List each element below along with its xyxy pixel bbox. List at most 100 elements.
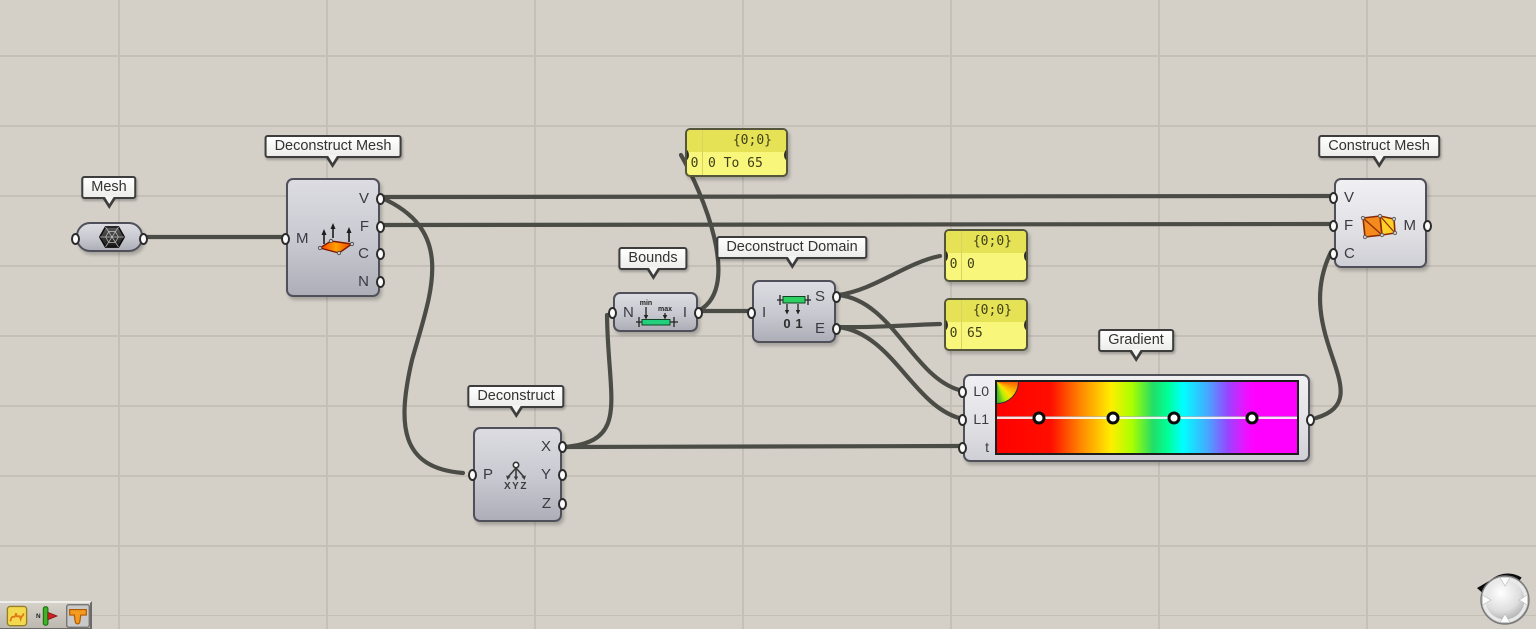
- deconstruct-domain-icon: 0 1: [777, 295, 811, 331]
- wire-x-to-t[interactable]: [562, 443, 962, 450]
- panel-row-index: 0: [949, 257, 958, 272]
- deconstruct-domain-component[interactable]: I S E 0 1: [747, 280, 841, 343]
- deconstruct-domain-output-e-grip[interactable]: [832, 323, 841, 335]
- port-label-v: V: [1344, 189, 1355, 206]
- construct-mesh-input-v-grip[interactable]: [1329, 192, 1338, 204]
- port-label-m: M: [1403, 217, 1417, 234]
- port-label-l0: L0: [973, 383, 989, 399]
- deconstruct-mesh-output-f-grip[interactable]: [376, 221, 385, 233]
- port-label-l1: L1: [973, 411, 989, 427]
- wire-s-to-panel[interactable]: [835, 253, 943, 298]
- panel-divider: [961, 300, 962, 349]
- svg-text:1: 1: [795, 316, 802, 331]
- construct-mesh-input-f-grip[interactable]: [1329, 220, 1338, 232]
- compass-navigation-widget[interactable]: [1474, 568, 1534, 628]
- mesh-hexagon-icon: [99, 226, 125, 248]
- gradient-grip-4[interactable]: [1245, 411, 1259, 424]
- gradient-input-l1-grip[interactable]: [958, 414, 967, 426]
- panel-divider: [702, 130, 703, 175]
- deconstruct-mesh-input-m-grip[interactable]: [281, 233, 290, 245]
- deconstruct-mesh-output-c-grip[interactable]: [376, 248, 385, 260]
- mesh-param-component[interactable]: [71, 222, 148, 252]
- goo-widget-icon[interactable]: [66, 603, 90, 628]
- wire-s-to-l0[interactable]: [835, 292, 962, 393]
- bounds-label: Bounds: [618, 247, 688, 270]
- deconstruct-output-z-grip[interactable]: [558, 498, 567, 510]
- wire-v-to-p[interactable]: [379, 195, 466, 476]
- bounds-output-i-grip[interactable]: [694, 307, 703, 319]
- deconstruct-mesh-label-text: Deconstruct Mesh: [274, 138, 392, 154]
- panel-row-value: 65: [967, 326, 983, 341]
- wire-e-to-l1[interactable]: [835, 324, 962, 421]
- panel-row-value: 0 To 65: [708, 156, 763, 171]
- port-label-i: I: [762, 304, 767, 321]
- svg-text:N: N: [36, 612, 41, 619]
- wire-i-to-panel[interactable]: [678, 152, 721, 313]
- port-label-n: N: [623, 304, 634, 321]
- mesh-output-grip[interactable]: [139, 233, 148, 245]
- deconstruct-domain-output-s-grip[interactable]: [832, 291, 841, 303]
- gradient-input-t-grip[interactable]: [958, 442, 967, 454]
- panel-path: {0;0}: [687, 130, 786, 152]
- gradient-label: Gradient: [1098, 329, 1174, 352]
- mesh-input-grip[interactable]: [71, 233, 80, 245]
- deconstruct-mesh-component[interactable]: M V F C N: [281, 178, 385, 297]
- panel-start[interactable]: {0;0} 0 0: [944, 229, 1028, 282]
- port-label-m: M: [296, 230, 309, 247]
- gradient-grip-2[interactable]: [1106, 411, 1119, 424]
- panel-start-output-grip[interactable]: [1024, 250, 1026, 262]
- gradient-grip-1[interactable]: [1032, 411, 1046, 424]
- wire-f-to-f[interactable]: [379, 221, 1334, 228]
- sketch-widget-icon[interactable]: [6, 605, 28, 627]
- deconstruct-input-p-grip[interactable]: [468, 469, 477, 481]
- wire-e-to-panel[interactable]: [835, 321, 943, 330]
- port-label-z: Z: [541, 495, 551, 512]
- deconstruct-mesh-output-v-grip[interactable]: [376, 193, 385, 205]
- bounds-component[interactable]: N I min max: [608, 292, 703, 332]
- deconstruct-mesh-label: Deconstruct Mesh: [264, 135, 402, 158]
- construct-mesh-component[interactable]: V F C M: [1329, 178, 1432, 268]
- deconstruct-output-x-grip[interactable]: [558, 441, 567, 453]
- svg-text:max: max: [658, 306, 672, 313]
- gradient-input-l0-grip[interactable]: [958, 386, 967, 398]
- panel-domain[interactable]: {0;0} 0 0 To 65: [685, 128, 788, 177]
- construct-mesh-input-c-grip[interactable]: [1329, 248, 1338, 260]
- port-label-y: Y: [540, 466, 551, 483]
- gradient-corner-menu-icon[interactable]: [997, 382, 1019, 404]
- wire-v-to-v[interactable]: [379, 193, 1334, 200]
- mesh-label: Mesh: [81, 176, 137, 199]
- wire-gradient-to-c[interactable]: [1313, 249, 1343, 421]
- gradient-color-ramp[interactable]: [995, 380, 1299, 455]
- mesh-label-text: Mesh: [91, 179, 127, 195]
- canvas-widget-toolbar: N: [0, 601, 92, 629]
- deconstruct-domain-input-i-grip[interactable]: [747, 307, 756, 319]
- port-label-x: X: [540, 438, 551, 455]
- deconstruct-point-icon: XYZ: [504, 461, 526, 492]
- panel-end-output-grip[interactable]: [1024, 319, 1026, 331]
- panel-row-index: 0: [949, 326, 958, 341]
- deconstruct-label-text: Deconstruct: [477, 388, 555, 404]
- panel-end[interactable]: {0;0} 0 65: [944, 298, 1028, 351]
- align-widget-icon[interactable]: N: [35, 605, 59, 627]
- panel-row: 0 0 To 65: [687, 152, 786, 175]
- panel-row: 0 65: [946, 322, 1026, 348]
- gradient-grip-3[interactable]: [1167, 411, 1181, 424]
- panel-domain-output-grip[interactable]: [784, 149, 786, 161]
- deconstruct-output-y-grip[interactable]: [558, 469, 567, 481]
- construct-mesh-label: Construct Mesh: [1318, 135, 1440, 158]
- deconstruct-mesh-output-n-grip[interactable]: [376, 276, 385, 288]
- port-label-i: I: [682, 304, 687, 321]
- wire-x-to-n[interactable]: [562, 312, 614, 450]
- deconstruct-domain-label: Deconstruct Domain: [716, 236, 868, 259]
- bounds-input-n-grip[interactable]: [608, 307, 617, 319]
- gradient-component[interactable]: L0 L1 t: [958, 374, 1315, 462]
- construct-mesh-output-m-grip[interactable]: [1423, 220, 1432, 232]
- port-label-n: N: [358, 273, 369, 290]
- deconstruct-label: Deconstruct: [467, 385, 565, 408]
- panel-path: {0;0}: [946, 231, 1026, 253]
- bounds-label-text: Bounds: [628, 250, 678, 266]
- gradient-output-grip[interactable]: [1306, 414, 1315, 426]
- deconstruct-component[interactable]: P X Y Z XYZ: [468, 427, 567, 522]
